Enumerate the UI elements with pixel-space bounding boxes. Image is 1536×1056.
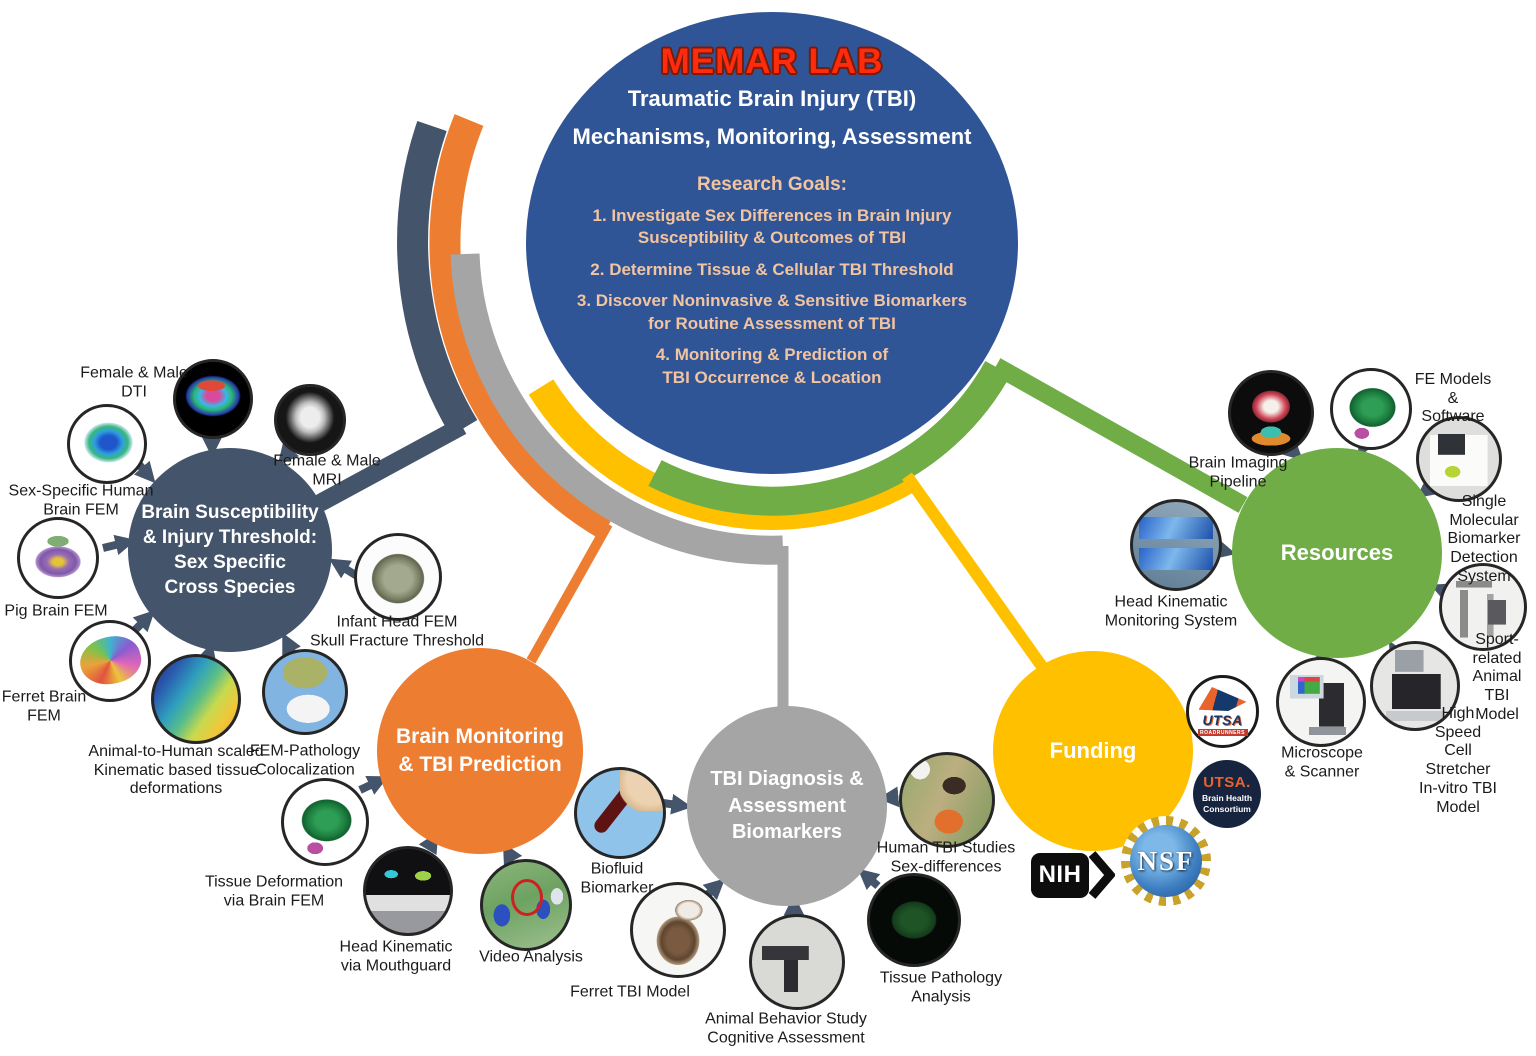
caption-human-tbi: Human TBI Studies Sex-differences [876, 839, 1016, 875]
arrow-pig-fem [102, 534, 137, 556]
nih-wordmark: NIH [1031, 852, 1089, 898]
mouthguard-dashboard-image [363, 846, 453, 936]
hub-brain-susceptibility-label: Brain Susceptibility & Injury Threshold:… [141, 501, 319, 599]
research-goal-2: 2. Determine Tissue & Cellular TBI Thres… [590, 259, 954, 279]
hub-resources: Resources [1232, 448, 1442, 658]
hub-funding-label: Funding [1049, 738, 1137, 764]
hub-tbi-diagnosis: TBI Diagnosis & Assessment Biomarkers [687, 706, 887, 906]
central-circle: MEMAR LAB Traumatic Brain Injury (TBI) M… [526, 12, 1018, 474]
subtitle-tbi: Traumatic Brain Injury (TBI) [627, 86, 917, 111]
hub-brain-monitoring-label: Brain Monitoring & TBI Prediction [396, 725, 564, 776]
utsa-bhc-wordmark: UTSA. [1203, 773, 1251, 791]
lab-title: MEMAR LAB [660, 42, 884, 81]
arrow-human-tbi [877, 786, 900, 808]
link-monitoring [526, 521, 613, 664]
contour-plot-image [151, 654, 241, 744]
nsf-logo: NSF [1121, 816, 1211, 906]
microscope-image [1276, 657, 1366, 747]
arrow-video [502, 842, 523, 866]
nih-chevron-icon [1089, 851, 1115, 899]
caption-mri: Female & Male MRI [273, 452, 381, 488]
arrow-tissue-deformation [358, 775, 389, 795]
hub-resources-label: Resources [1280, 540, 1394, 566]
caption-pipeline: Brain Imaging Pipeline [1188, 454, 1288, 490]
hub-tbi-diagnosis-label: TBI Diagnosis & Assessment Biomarkers [710, 768, 864, 844]
arc-resources [648, 360, 1011, 516]
link-susceptibility [315, 418, 467, 511]
utsa-roadrunners-wordmark: UTSA [1202, 712, 1243, 728]
maze-apparatus-image [749, 914, 845, 1010]
link-resources [991, 358, 1248, 513]
fem-pathology-image [262, 649, 348, 735]
caption-pathology: Tissue Pathology Analysis [879, 969, 1003, 1005]
caption-kinematic: Animal-to-Human scaled Kinematic based t… [88, 742, 264, 798]
research-goal-1: 1. Investigate Sex Differences in Brain … [592, 206, 952, 248]
roadrunners-band: ROADRUNNERS [1197, 729, 1248, 736]
soccer-header-image [899, 752, 995, 848]
arc-diagnosis [450, 253, 784, 565]
caption-ferret-fem: Ferret Brain FEM [1, 688, 87, 724]
arrow-biofluid [662, 793, 693, 815]
roadrunner-icon [1198, 687, 1247, 711]
arc-monitoring [429, 114, 616, 540]
utsa-brain-health-consortium-logo: UTSA. Brain Health Consortium [1193, 760, 1261, 828]
caption-fem-pathology: FEM-Pathology Colocalization [249, 742, 361, 778]
pig-brain-fem-image [17, 517, 99, 599]
caption-infant-fem: Infant Head FEM Skull Fracture Threshold [310, 613, 484, 649]
subtitle-mechanisms: Mechanisms, Monitoring, Assessment [572, 124, 972, 149]
hub-brain-susceptibility: Brain Susceptibility & Injury Threshold:… [128, 448, 332, 652]
caption-microscope: Microscope & Scanner [1281, 744, 1363, 780]
caption-detection: Single Molecular Biomarker Detection Sys… [1447, 493, 1521, 586]
ferret-brain-fem-image [69, 620, 151, 702]
research-goal-4: 4. Monitoring & Prediction of TBI Occurr… [655, 345, 889, 387]
dti-brain-scan-image [173, 359, 253, 439]
caption-video: Video Analysis [479, 948, 583, 966]
football-video-image [480, 859, 572, 951]
caption-pig-fem: Pig Brain FEM [4, 602, 108, 620]
blue-mouthguards-image [1130, 499, 1222, 591]
fe-models-brain-image [1330, 368, 1412, 450]
link-funding [902, 472, 1048, 672]
caption-mouthguard: Head Kinematic via Mouthguard [339, 938, 453, 974]
caption-behavior: Animal Behavior Study Cognitive Assessme… [705, 1010, 867, 1046]
hub-brain-monitoring: Brain Monitoring & TBI Prediction [377, 648, 583, 854]
caption-dti: Female & Male DTI [80, 364, 188, 400]
cell-stretcher-device-image [1370, 641, 1460, 731]
utsa-roadrunners-logo: UTSA ROADRUNNERS [1186, 675, 1259, 748]
impact-rig-image [1439, 563, 1527, 651]
nsf-globe-icon: NSF [1130, 825, 1202, 897]
lab-analyzer-image [1416, 416, 1502, 502]
infant-skull-mesh-image [354, 533, 442, 621]
caption-sport-model: Sport-related Animal TBI Model [1472, 631, 1522, 724]
brain-segmentation-image [1228, 370, 1314, 456]
nih-logo: NIH [1031, 851, 1115, 899]
caption-cell-stretcher: High Speed Cell Stretcher In-vitro TBI M… [1419, 704, 1497, 816]
arrow-pathology [857, 868, 881, 891]
research-goal-3: 3. Discover Noninvasive & Sensitive Biom… [576, 291, 968, 333]
caption-tissue-deformation: Tissue Deformation via Brain FEM [204, 873, 344, 909]
mri-brain-scan-image [274, 384, 346, 456]
caption-fe-models: FE Models & Software [1414, 370, 1492, 426]
human-brain-fem-image [67, 404, 147, 484]
caption-ferret-tbi: Ferret TBI Model [570, 983, 690, 1001]
caption-biofluid: Biofluid Biomarker [580, 860, 654, 896]
blood-tube-image [574, 767, 666, 859]
fluorescent-tissue-image [867, 873, 961, 967]
caption-human-fem: Sex-Specific Human Brain FEM [8, 482, 154, 518]
arrow-infant-fem [328, 558, 360, 580]
caption-head-kinematic-system: Head Kinematic Monitoring System [1104, 593, 1238, 629]
research-goals-heading: Research Goals: [697, 174, 847, 195]
tissue-deformation-brain-image [281, 778, 369, 866]
arc-susceptibility [397, 120, 478, 436]
utsa-bhc-subtitle: Brain Health Consortium [1201, 792, 1253, 814]
nsf-wordmark: NSF [1137, 845, 1195, 876]
